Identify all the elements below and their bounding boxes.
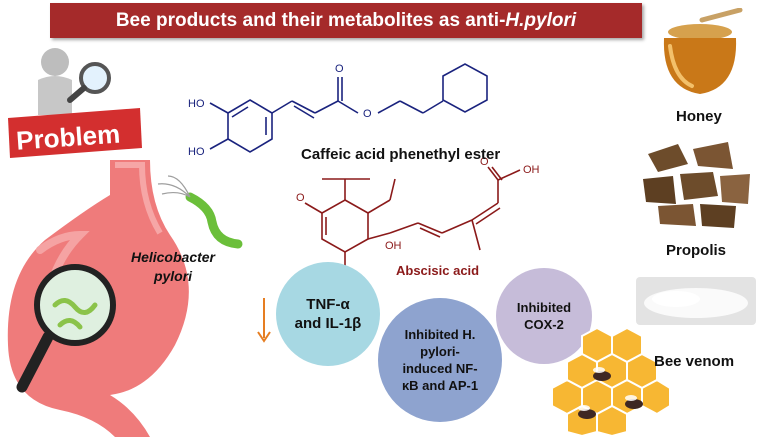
person-icon — [38, 48, 72, 115]
cape-ho-bottom: HO — [188, 146, 205, 158]
title-italic: H.pylori — [505, 10, 577, 31]
cape-ester-o: O — [363, 108, 372, 120]
honey-jar-image — [652, 7, 748, 98]
product-label-honey: Honey — [676, 108, 722, 125]
product-label-propolis: Propolis — [666, 242, 727, 259]
effect-bubble-tnf: TNF-α and IL-1β — [276, 262, 380, 366]
down-arrow-icon — [257, 298, 271, 343]
magnifier-glass-icon — [16, 264, 116, 393]
bacteria-label: Helicobacter pylori — [130, 249, 216, 284]
effect-bubble-cox2: Inhibited COX-2 — [496, 268, 592, 364]
bacterium-icon — [150, 172, 250, 252]
title-banner: Bee products and their metabolites as an… — [50, 3, 642, 38]
aba-acid-oh: OH — [523, 164, 540, 176]
problem-figure: Problem — [0, 40, 150, 170]
aba-structure — [304, 166, 521, 270]
cape-carbonyl-o: O — [335, 63, 344, 75]
bee-icon — [593, 367, 611, 381]
problem-label: Problem — [15, 119, 121, 156]
honeycomb-illustration — [551, 326, 671, 438]
cape-structure — [209, 63, 488, 153]
bee-icon — [625, 395, 643, 409]
magnifier-icon — [67, 62, 111, 103]
bee-icon — [578, 405, 596, 419]
aba-acid-o: O — [480, 156, 489, 168]
effect-bubble-nfkb: Inhibited H. pylori- induced NF- κB and … — [378, 298, 502, 422]
bee-venom-image — [636, 277, 756, 325]
chemical-structures: HO HO O O O OH O OH — [188, 63, 540, 270]
cape-name-label: Caffeic acid phenethyl ester — [301, 146, 501, 163]
product-label-bee-venom: Bee venom — [654, 353, 735, 370]
aba-ketone-o: O — [296, 192, 305, 204]
aba-name-label: Abscisic acid — [396, 263, 480, 278]
cape-ho-top: HO — [188, 98, 205, 110]
propolis-image — [638, 134, 756, 230]
title-text: Bee products and their metabolites as an… — [115, 10, 506, 31]
aba-oh: OH — [385, 240, 402, 252]
stomach-illustration — [0, 155, 220, 437]
